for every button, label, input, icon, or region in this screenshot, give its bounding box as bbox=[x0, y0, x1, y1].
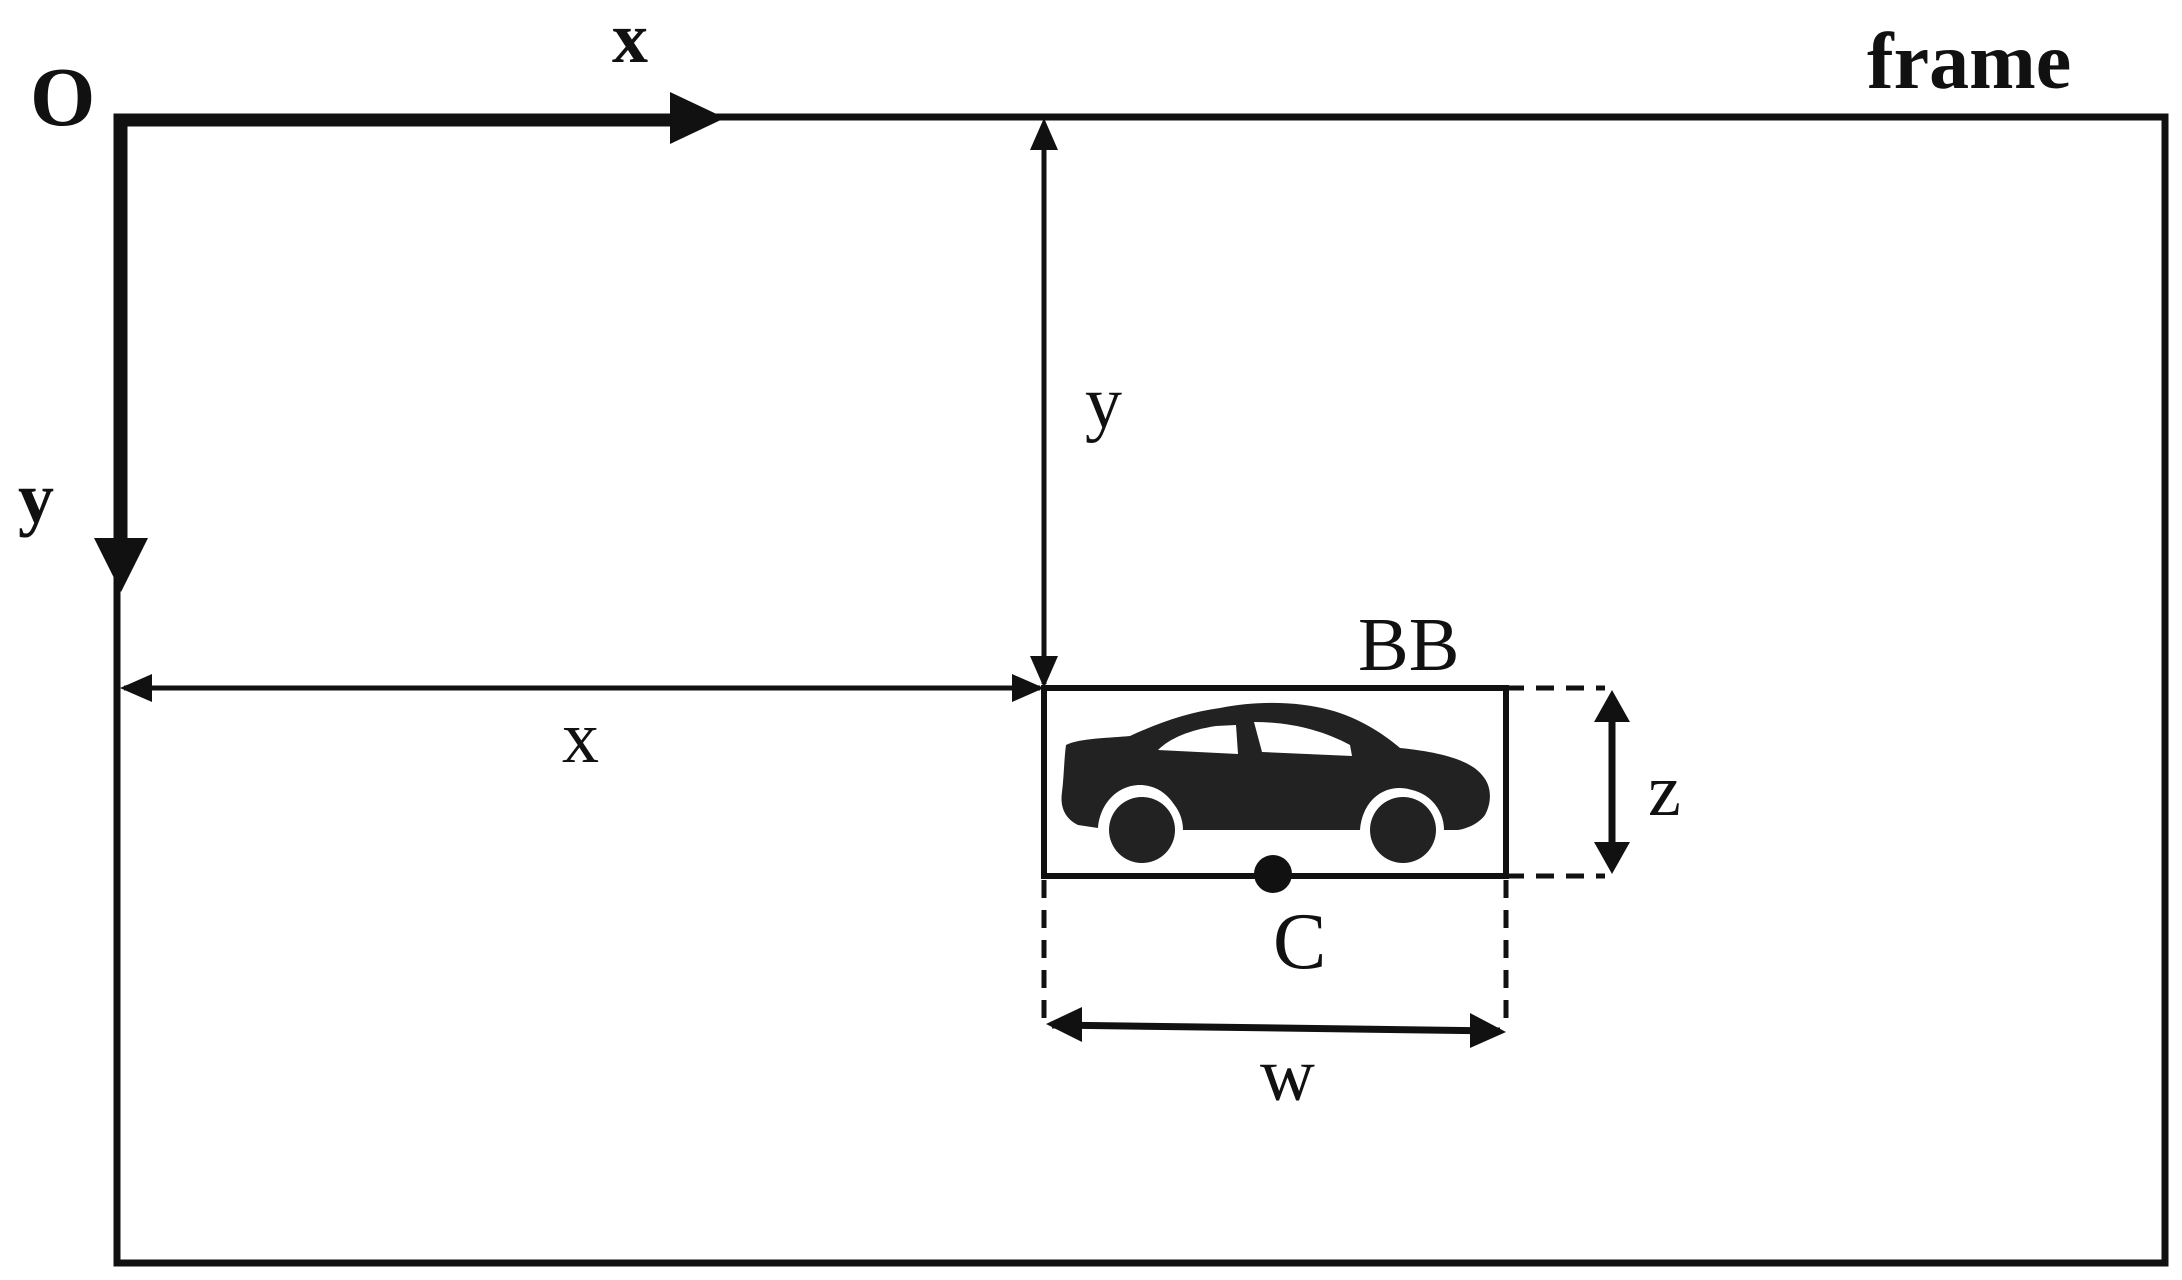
axis-y-label: y bbox=[18, 458, 54, 538]
width-label: w bbox=[1260, 1033, 1315, 1117]
frame-label: frame bbox=[1867, 18, 2071, 106]
center-point bbox=[1254, 855, 1292, 893]
frame-rectangle bbox=[113, 113, 2169, 1267]
z-arrowhead-top bbox=[1594, 690, 1630, 722]
x-offset-arrowhead-right bbox=[1012, 674, 1044, 702]
car-icon bbox=[1061, 702, 1490, 871]
w-arrowhead-left bbox=[1046, 1007, 1082, 1042]
offset-x-label: x bbox=[562, 697, 599, 779]
w-arrowhead-right bbox=[1470, 1013, 1506, 1048]
y-offset-arrowhead-bottom bbox=[1030, 656, 1058, 688]
height-label: z bbox=[1648, 750, 1681, 832]
center-label: C bbox=[1273, 898, 1326, 986]
x-axis-arrowhead bbox=[670, 92, 725, 144]
x-offset-arrowhead-left bbox=[120, 674, 152, 702]
z-arrowhead-bottom bbox=[1594, 842, 1630, 874]
axis-x-label: x bbox=[612, 0, 648, 78]
bounding-box-label: BB bbox=[1358, 603, 1459, 687]
y-axis-arrowhead bbox=[94, 538, 148, 592]
origin-label: O bbox=[30, 51, 95, 144]
offset-y-label: y bbox=[1085, 362, 1122, 444]
w-arrow bbox=[1051, 1021, 1501, 1035]
y-offset-arrowhead-top bbox=[1030, 118, 1058, 150]
